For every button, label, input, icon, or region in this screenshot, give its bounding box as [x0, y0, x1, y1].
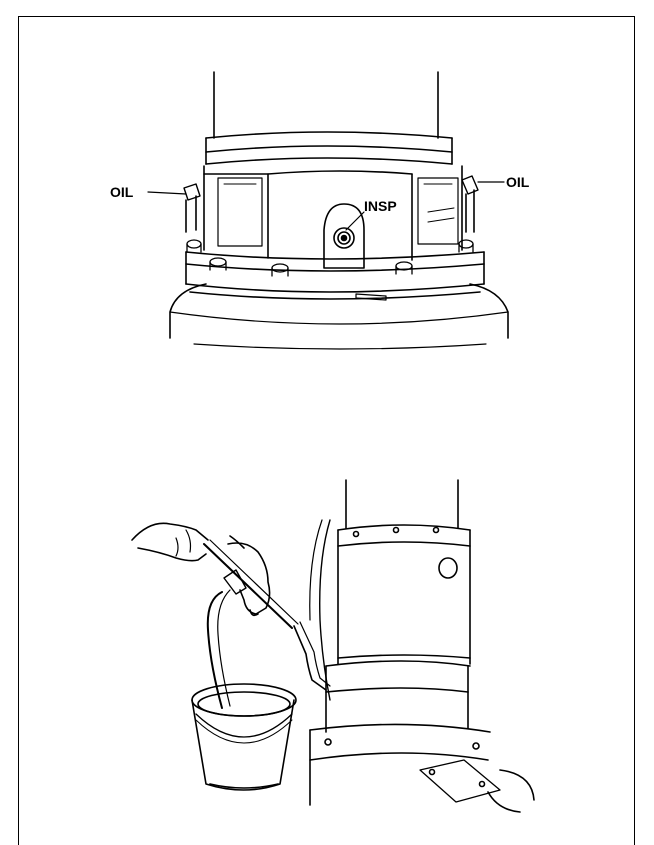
insp-label: INSP	[364, 198, 397, 214]
oil-label-right: OIL	[506, 174, 530, 190]
oil-label-left: OIL	[110, 184, 134, 200]
oil-drain-pump-drawing	[131, 479, 535, 813]
pump-seal-housing-drawing	[147, 71, 509, 350]
page-border	[18, 16, 635, 845]
